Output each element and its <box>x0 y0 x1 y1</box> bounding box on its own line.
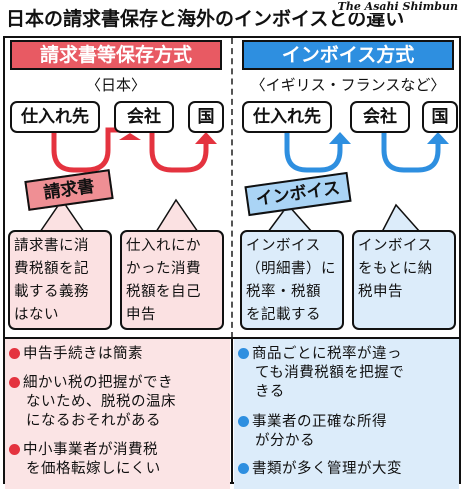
point-line: 商品ごとに税率が違っ <box>252 346 402 362</box>
note-line: 申告 <box>126 307 156 323</box>
note-line: 載する義務 <box>14 284 89 300</box>
note-line: 請求書に消 <box>14 238 89 254</box>
point-line: 申告手続きは簡素 <box>23 346 143 362</box>
header-japan-method: 請求書等保存方式 <box>10 40 222 70</box>
right-flow-company-state <box>381 133 441 173</box>
party-company-overseas: 会社 <box>350 101 410 133</box>
points-panel-japan <box>5 339 230 489</box>
bottom-divider <box>231 339 233 484</box>
point-line: 中小事業者が消費税 <box>23 442 158 458</box>
note-line: 費税額を記 <box>14 261 89 277</box>
credit-label: The Asahi Shimbun <box>335 0 460 13</box>
points-panel-overseas <box>234 339 459 489</box>
right-arrowhead-company <box>329 132 351 144</box>
point-overseas-1: 商品ごとに税率が違っ ても消費税額を把握で きる <box>238 345 404 402</box>
point-line: ても消費税額を把握で <box>255 365 405 381</box>
party-supplier-japan: 仕入れ先 <box>10 101 100 133</box>
bullet-dot-red <box>9 444 20 455</box>
note-japan-no-obligation: 請求書に消 費税額を記 載する義務 はない <box>8 230 112 330</box>
bullet-dot-red <box>9 377 20 388</box>
note-overseas-detail: インボイス （明細書）に 税率・税額 を記載する <box>240 230 344 330</box>
left-callout-pointer-2 <box>155 198 199 233</box>
subtitle-japan: 〈日本〉 <box>85 76 146 94</box>
note-line: インボイス <box>358 238 433 254</box>
note-line: インボイス <box>246 238 321 254</box>
note-line: 税申告 <box>358 284 403 300</box>
point-line: が分かる <box>255 433 315 449</box>
party-state-overseas: 国 <box>422 101 458 133</box>
point-japan-2: 細かい税の把握ができ ないため、脱税の温床 になるおそれがある <box>9 374 176 431</box>
point-line: 事業者の正確な所得 <box>252 414 387 430</box>
bullet-dot-blue <box>238 348 249 359</box>
note-line: をもとに納 <box>358 261 433 277</box>
bullet-dot-red <box>9 348 20 359</box>
bullet-dot-blue <box>238 416 249 427</box>
bullet-dot-blue <box>238 463 249 474</box>
right-callout-pointer-2 <box>381 203 421 233</box>
party-state-japan: 国 <box>188 101 224 133</box>
point-line: になるおそれがある <box>26 413 161 429</box>
point-line: を価格転嫁しにくい <box>26 461 161 477</box>
note-overseas-filing: インボイス をもとに納 税申告 <box>352 230 456 330</box>
diagram-title: 日本の請求書保存と海外のインボイスとの違い <box>6 8 405 30</box>
horizontal-divider <box>3 337 461 339</box>
point-japan-3: 中小事業者が消費税 を価格転嫁しにくい <box>9 441 161 479</box>
header-invoice-method: インボイス方式 <box>242 40 454 70</box>
party-company-japan: 会社 <box>114 101 174 133</box>
point-line: ないため、脱税の温床 <box>26 394 176 410</box>
note-japan-self-report: 仕入れにか かった消費 税額を自己 申告 <box>120 230 224 330</box>
point-overseas-3: 書類が多く管理が大変 <box>238 460 402 479</box>
left-flow-company-state <box>149 133 209 173</box>
party-supplier-overseas: 仕入れ先 <box>242 101 332 133</box>
left-arrowhead-company <box>119 133 141 140</box>
center-divider <box>231 38 233 338</box>
point-overseas-2: 事業者の正確な所得 が分かる <box>238 413 387 451</box>
point-japan-1: 申告手続きは簡素 <box>9 345 143 364</box>
right-flow-supplier-company <box>284 133 343 173</box>
point-line: きる <box>255 384 285 400</box>
subtitle-overseas: 〈イギリス・フランスなど〉 <box>250 76 446 94</box>
note-line: かった消費 <box>126 261 201 277</box>
point-line: 書類が多く管理が大変 <box>252 461 402 477</box>
note-line: （明細書）に <box>246 261 336 277</box>
right-arrowhead-state <box>427 132 449 144</box>
left-arrowhead-state <box>195 132 217 144</box>
point-line: 細かい税の把握ができ <box>23 375 173 391</box>
left-flow-supplier-company <box>51 127 121 173</box>
note-line: 仕入れにか <box>126 238 201 254</box>
note-line: 税額を自己 <box>126 284 201 300</box>
note-line: はない <box>14 307 59 323</box>
note-line: 税率・税額 <box>246 284 321 300</box>
note-line: を記載する <box>246 307 321 323</box>
